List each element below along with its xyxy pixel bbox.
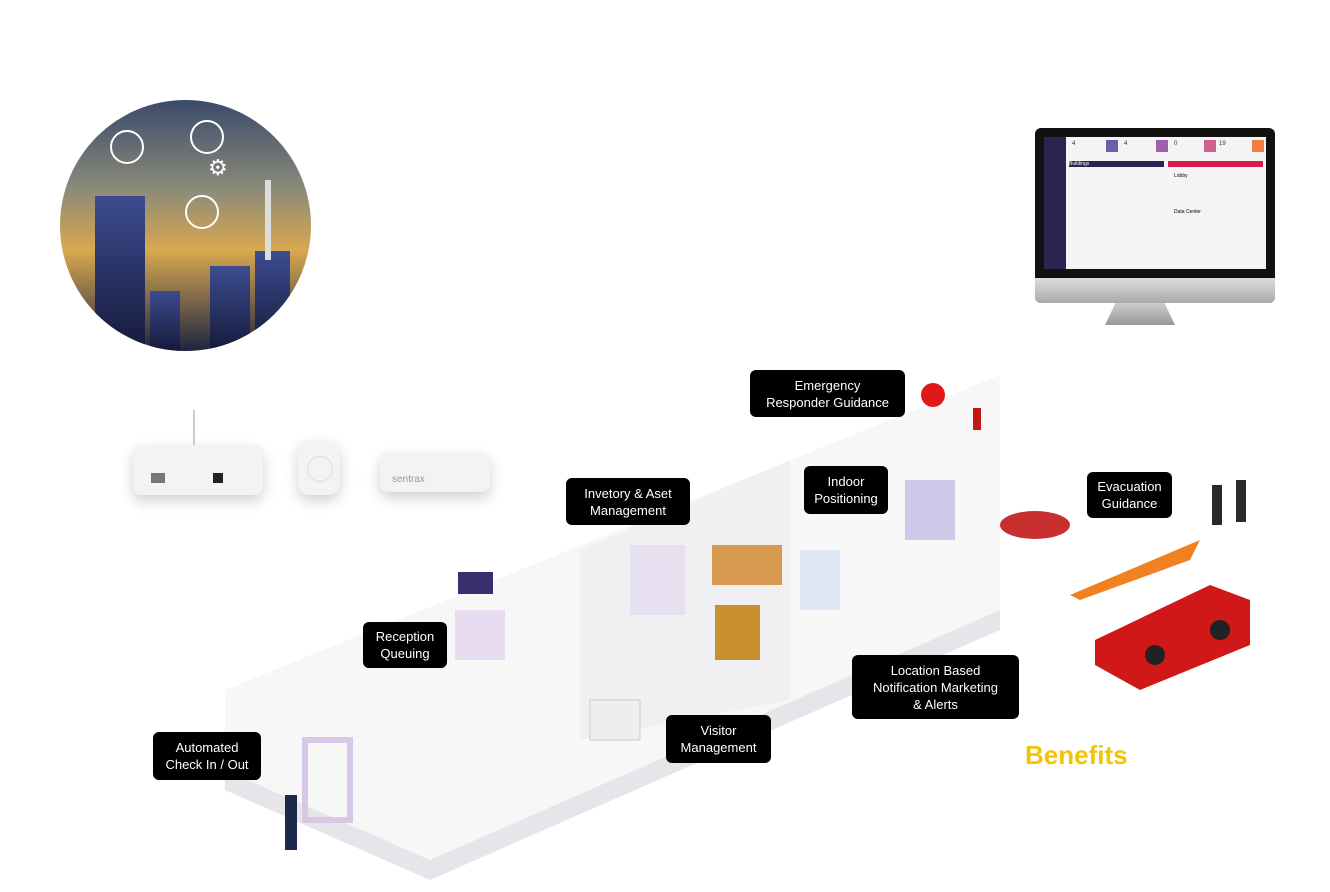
alerts-panel [1168, 161, 1263, 167]
firefighter-figure [1212, 485, 1222, 525]
power-port [213, 473, 223, 483]
label-visitor-management: Visitor Management [666, 715, 771, 763]
benefits-heading: Benefits [1025, 740, 1128, 770]
security-gate [302, 737, 353, 823]
label-reception-queuing: Reception Queuing [363, 622, 447, 668]
fire-icon [1070, 540, 1200, 600]
paramedics-figure [1000, 511, 1070, 539]
bread-shelf [715, 605, 760, 660]
gear-icon: ⚙ [208, 155, 228, 180]
monitor-stand [1105, 303, 1175, 325]
ethernet-port [151, 473, 165, 483]
lock-icon [190, 120, 224, 154]
kiosk [905, 480, 955, 540]
label-emergency-responder-guidance: Emergency Responder Guidance [750, 370, 905, 417]
person-figure [285, 795, 297, 850]
fridge-shelf [800, 550, 840, 610]
sensor-device: sentrax [380, 452, 490, 492]
cart-icon [185, 195, 219, 229]
smart-city-image: ⚙ [60, 100, 311, 351]
queue-display [458, 572, 493, 594]
panic-button-device [298, 440, 340, 495]
label-inventory-asset-management: Invetory & Aset Management [566, 478, 690, 525]
label-automated-check-in-out: Automated Check In / Out [153, 732, 261, 780]
product-shelf [630, 545, 685, 615]
produce-stand [712, 545, 782, 585]
firefighter-figure [1236, 480, 1246, 522]
label-location-based-notification: Location Based Notification Marketing & … [852, 655, 1019, 719]
network-icon [110, 130, 144, 164]
dashboard-screen: 4 4 0 19 Buildings Lobby Data Center [1044, 137, 1266, 269]
antenna [193, 410, 195, 445]
dashboard-monitor: 4 4 0 19 Buildings Lobby Data Center [1035, 128, 1275, 303]
label-indoor-positioning: Indoor Positioning [804, 466, 888, 514]
label-evacuation-guidance: Evacuation Guidance [1087, 472, 1172, 518]
reception-desk [455, 610, 505, 660]
fire-truck [1095, 585, 1250, 690]
gateway-device [133, 410, 263, 495]
buildings-panel: Buildings [1069, 161, 1164, 167]
visitor-desk [589, 699, 641, 741]
siren-icon [921, 383, 945, 407]
tower-icon [265, 180, 271, 260]
device-brand: sentrax [392, 474, 425, 485]
extinguisher-icon [973, 408, 981, 430]
dashboard-sidebar [1044, 137, 1066, 269]
